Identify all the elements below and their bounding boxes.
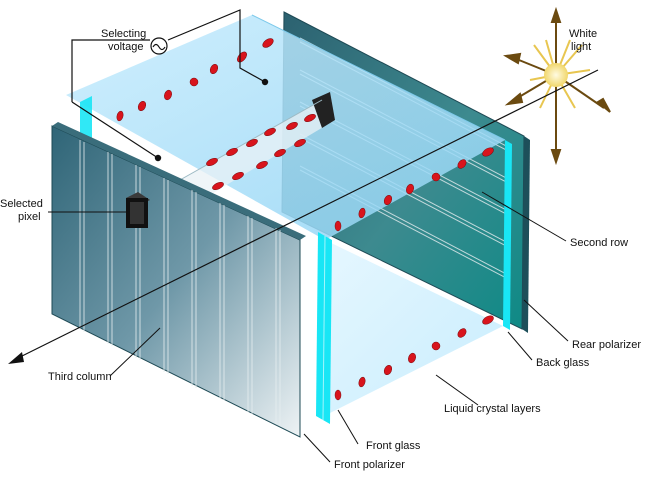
terminal-top-dot (261, 78, 269, 86)
leader-lines (48, 191, 569, 463)
label-rear-polarizer: Rear polarizer (572, 339, 641, 351)
label-back-glass: Back glass (536, 357, 590, 369)
selected-pixel-box (126, 192, 150, 228)
liquid-crystal-molecules (116, 38, 494, 401)
label-selected-pixel-2: pixel (18, 211, 41, 223)
label-white-light-2: light (571, 41, 591, 53)
voltage-source-icon (150, 37, 168, 55)
front-polarizer (51, 122, 306, 438)
terminal-bottom-dot (154, 154, 162, 162)
label-selecting-voltage-1: Selecting (101, 28, 146, 40)
voltage-wires (71, 9, 266, 159)
label-selecting-voltage-2: voltage (108, 41, 143, 53)
label-second-row: Second row (570, 237, 628, 249)
light-ray-arrow (8, 69, 599, 364)
label-third-column: Third column (48, 371, 112, 383)
front-glass (316, 232, 332, 424)
label-selected-pixel-1: Selected (0, 198, 43, 210)
label-front-glass: Front glass (366, 440, 421, 452)
sun-icon (503, 6, 611, 166)
liquid-crystal-bottom (320, 240, 503, 418)
label-white-light-1: White (569, 28, 597, 40)
label-front-polarizer: Front polarizer (334, 459, 405, 471)
label-liquid-crystal-layers: Liquid crystal layers (444, 403, 541, 415)
